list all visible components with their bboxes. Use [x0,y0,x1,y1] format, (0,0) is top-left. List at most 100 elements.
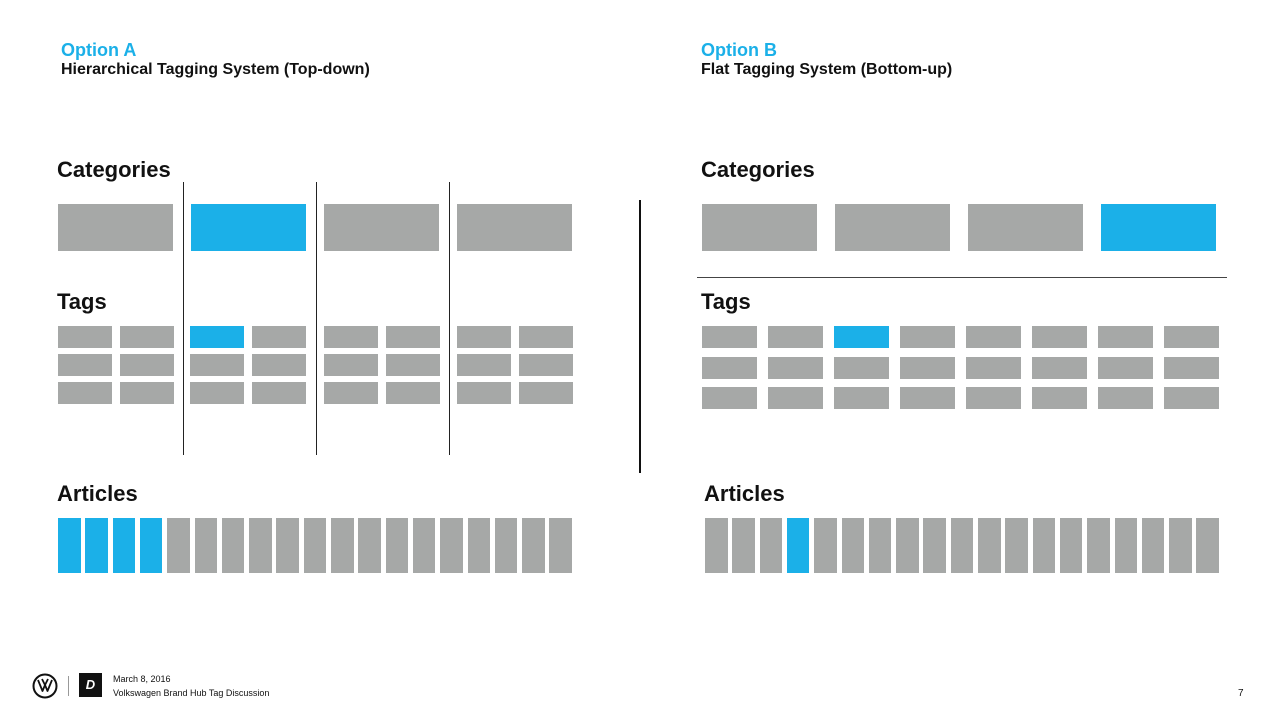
tag-block [519,382,573,404]
article-block [1169,518,1192,573]
option-a-tags-heading: Tags [57,289,107,314]
tag-block [768,387,823,409]
category-block [58,204,173,251]
category-block [324,204,439,251]
category-block [968,204,1083,251]
tag-block [900,326,955,348]
tag-block [58,382,112,404]
tag-block [324,326,378,348]
article-block [303,518,327,573]
article-block [950,518,974,573]
d-logo-icon: D [79,673,102,697]
article-block [221,518,245,573]
article-block [549,518,572,573]
tag-block [1164,387,1219,409]
tag-block [457,326,511,348]
tag-block [900,387,955,409]
option-a-categories-heading: Categories [57,157,171,182]
tag-block [252,326,306,348]
article-block [412,518,436,573]
article-block [1114,518,1137,573]
tag-block [120,354,174,376]
article-block [167,518,190,573]
tag-block [966,387,1021,409]
category-block [702,204,817,251]
article-block [85,518,108,573]
article-block [385,518,409,573]
tag-block [1032,326,1087,348]
article-block [440,518,463,573]
category-block [457,204,572,251]
center-divider [639,200,641,473]
article-block [467,518,490,573]
article-block [494,518,518,573]
tag-block [324,354,378,376]
vw-logo-icon [32,673,58,699]
tag-block [252,354,306,376]
tag-block [834,326,889,348]
tag-block [702,356,757,379]
tag-block [1032,387,1087,409]
tag-block [120,326,174,348]
article-block [814,518,837,573]
category-block [191,204,306,251]
article-block [868,518,892,573]
article-block [1196,518,1219,573]
tag-block [190,382,244,404]
article-block [759,518,783,573]
tag-block [768,356,823,379]
option-b-label: Option B [701,40,777,60]
tag-block [702,387,757,409]
tag-block [190,354,244,376]
option-b-tags-heading: Tags [701,289,751,314]
tag-block [58,354,112,376]
tag-block [519,326,573,348]
option-a-subtitle: Hierarchical Tagging System (Top-down) [61,61,370,78]
tag-block [120,382,174,404]
article-block [896,518,919,573]
article-block [1005,518,1028,573]
article-block [923,518,946,573]
option-a-articles-heading: Articles [57,481,138,506]
tag-block [966,326,1021,348]
category-block [835,204,950,251]
category-block [1101,204,1216,251]
article-block [331,518,354,573]
tag-block [190,326,244,348]
footer-separator [68,676,69,696]
group-divider [449,182,450,455]
option-b-articles-heading: Articles [704,481,785,506]
article-block [705,518,728,573]
tag-block [1164,326,1219,348]
article-block [841,518,864,573]
tag-block [966,356,1021,379]
tag-block [386,326,440,348]
tag-block [1098,326,1153,348]
tag-block [58,326,112,348]
tag-block [834,387,889,409]
article-block [358,518,381,573]
article-block [276,518,299,573]
tag-block [324,382,378,404]
tag-block [834,356,889,379]
article-block [1087,518,1110,573]
group-divider [316,182,317,455]
tag-block [768,326,823,348]
article-block [522,518,545,573]
tag-block [386,382,440,404]
tag-block [900,356,955,379]
tag-block [457,382,511,404]
page-number: 7 [1238,688,1244,699]
option-b-categories-heading: Categories [701,157,815,182]
article-block [249,518,272,573]
tag-block [1098,387,1153,409]
option-a-label: Option A [61,40,137,60]
tag-block [1164,356,1219,379]
tag-block [457,354,511,376]
group-divider [183,182,184,455]
footer-date: March 8, 2016 [113,674,171,684]
article-block [194,518,217,573]
article-block [112,518,136,573]
tag-block [1032,356,1087,379]
tag-block [1098,356,1153,379]
